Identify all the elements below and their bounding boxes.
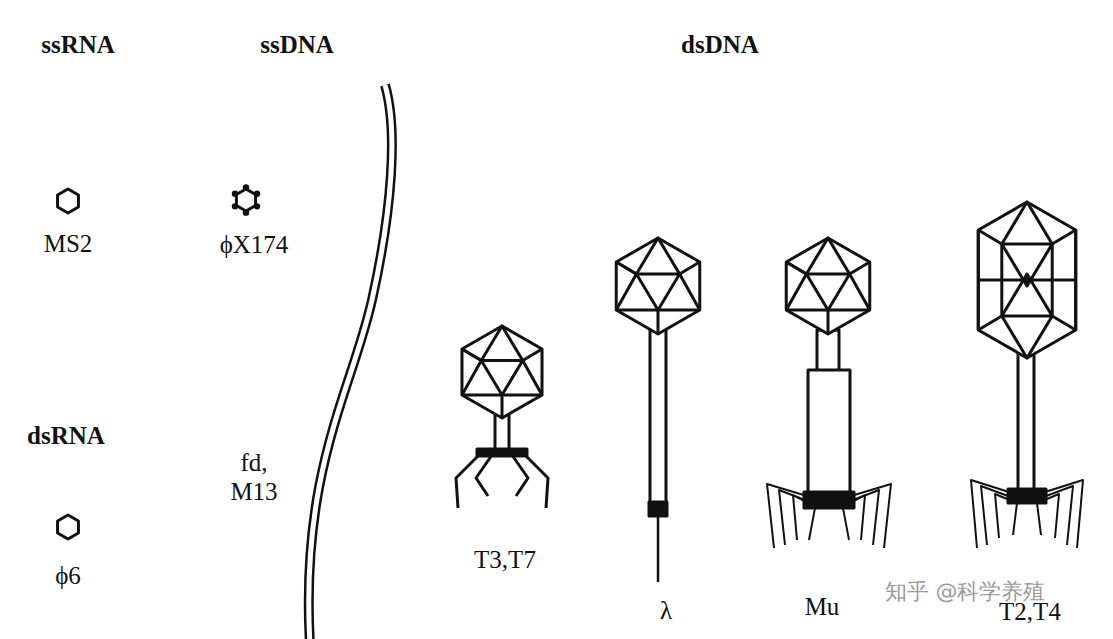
capsid-head <box>786 238 870 334</box>
group-heading: ssRNA <box>41 31 115 60</box>
spike <box>254 190 260 196</box>
tail-part <box>477 449 527 456</box>
group-heading: dsRNA <box>27 422 105 451</box>
stroke <box>1037 503 1041 535</box>
tail-part <box>650 330 666 505</box>
phage-name: MS2 <box>44 230 93 259</box>
phage-name: fd, M13 <box>219 449 289 507</box>
capsid-head <box>616 238 700 334</box>
stroke <box>658 310 700 334</box>
stroke <box>1013 503 1017 535</box>
tail-part <box>817 330 839 372</box>
tail-part <box>808 370 850 494</box>
stroke <box>58 515 79 539</box>
stroke <box>657 516 660 582</box>
stroke <box>806 274 849 310</box>
watermark: 知乎 @科学养殖 <box>885 579 1046 604</box>
stroke <box>828 310 870 334</box>
tail-part <box>649 502 667 516</box>
stroke <box>523 361 542 396</box>
stroke <box>971 480 1009 548</box>
stroke <box>779 490 805 545</box>
stroke <box>809 508 815 540</box>
phage-name: Mu <box>805 593 840 622</box>
stroke <box>236 189 255 211</box>
stroke <box>462 349 481 395</box>
capsid-head <box>462 326 542 418</box>
tail-part <box>804 492 854 508</box>
phage-name: λ <box>660 597 672 626</box>
stroke <box>462 394 502 397</box>
phage-name: ϕX174 <box>220 231 289 260</box>
group-heading: ssDNA <box>260 31 334 60</box>
stroke <box>978 202 1075 244</box>
stroke <box>58 189 79 213</box>
stroke <box>978 279 1075 282</box>
spike <box>243 184 249 190</box>
stroke <box>616 262 636 310</box>
phage-drawings <box>58 184 1083 582</box>
stroke <box>793 495 811 540</box>
stroke <box>636 274 679 310</box>
phage-name: T3,T7 <box>474 546 536 575</box>
group-heading: dsDNA <box>681 31 759 60</box>
stroke <box>853 490 879 545</box>
stroke <box>786 262 806 310</box>
stroke <box>481 361 522 396</box>
stroke <box>995 494 1012 538</box>
stroke <box>850 274 870 310</box>
spike <box>232 190 238 196</box>
stroke <box>767 484 807 548</box>
tail-part <box>1018 348 1034 493</box>
filament-phage <box>309 85 392 639</box>
spike <box>232 203 238 209</box>
stroke <box>476 455 492 496</box>
stroke <box>786 309 828 312</box>
stroke <box>502 395 542 418</box>
stroke <box>847 495 865 540</box>
stroke <box>512 455 528 496</box>
tail-part <box>1008 489 1046 503</box>
stroke <box>680 274 700 310</box>
stroke <box>616 309 658 312</box>
stroke <box>843 508 849 540</box>
stroke <box>851 484 891 548</box>
stroke <box>1045 480 1083 548</box>
spike <box>254 203 260 209</box>
phage-name: ϕ6 <box>55 562 81 591</box>
spike <box>243 209 249 215</box>
capsid-head <box>978 202 1075 358</box>
stroke <box>978 316 1075 358</box>
stroke <box>1042 494 1059 538</box>
